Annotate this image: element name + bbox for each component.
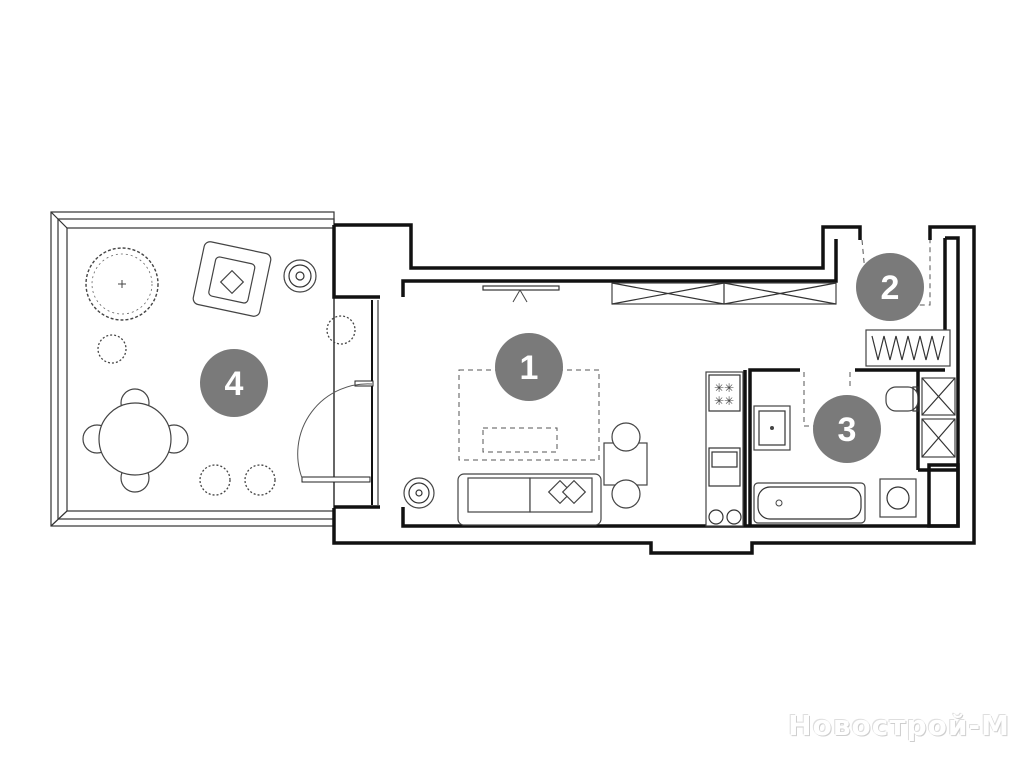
bathtub-icon — [753, 482, 866, 524]
toilet-icon — [885, 386, 919, 412]
room-number-4: 4 — [225, 365, 244, 403]
washing-machine-icon — [879, 478, 917, 518]
wardrobe-icon — [611, 282, 837, 305]
hallway-closet — [865, 329, 951, 367]
bed-outline — [458, 369, 600, 461]
utility-shaft — [921, 377, 956, 458]
watermark-text: Новострой-М — [788, 709, 1010, 742]
sink-icon — [753, 405, 791, 451]
room-badge-4: 4 — [200, 349, 268, 417]
room-number-3: 3 — [838, 411, 857, 449]
sofa-icon — [457, 473, 602, 526]
tree-icon — [85, 247, 159, 321]
room-number-2: 2 — [881, 269, 900, 307]
room-badge-2: 2 — [856, 253, 924, 321]
terrace-area — [50, 211, 335, 527]
kitchen-unit: ✳✳ ✳✳ — [705, 371, 744, 527]
plant-icon — [283, 259, 317, 293]
room-badge-1: 1 — [495, 333, 563, 401]
room-number-1: 1 — [520, 349, 539, 387]
svg-text:✳✳: ✳✳ — [714, 394, 734, 408]
floor-plant-icon — [403, 477, 435, 509]
armchair-icon — [192, 241, 272, 317]
room-badge-3: 3 — [813, 395, 881, 463]
shrub-icon — [97, 315, 356, 496]
terrace-door — [297, 300, 379, 505]
round-table-icon — [82, 388, 189, 493]
dining-table-icon — [603, 422, 648, 509]
svg-text:✳✳: ✳✳ — [714, 381, 734, 395]
window-sill — [482, 285, 560, 303]
